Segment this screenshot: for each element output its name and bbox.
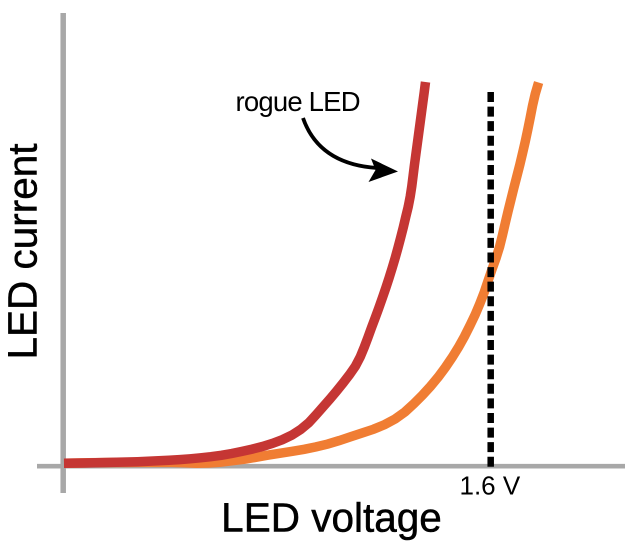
- svg-text:1.6 V: 1.6 V: [460, 471, 521, 501]
- svg-text:rogue LED: rogue LED: [236, 86, 360, 117]
- svg-text:LED voltage: LED voltage: [221, 495, 442, 541]
- svg-text:LED current: LED current: [0, 143, 46, 359]
